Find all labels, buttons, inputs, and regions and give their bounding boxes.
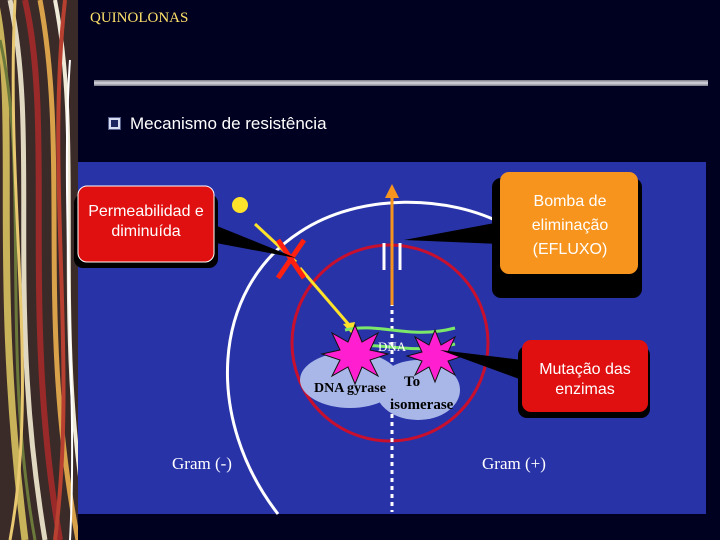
gram-negative-label: Gram (-) — [172, 454, 232, 473]
mutation-star-left — [320, 323, 390, 386]
efflux-callout-box — [500, 172, 638, 274]
slide-subtitle: Mecanismo de resistência — [130, 114, 327, 133]
efflux-pointer — [404, 222, 500, 244]
inner-membrane — [290, 243, 490, 443]
topo-label-line1: To — [404, 374, 420, 390]
drug-molecule-icon — [232, 197, 248, 213]
mutation-star-right — [405, 328, 465, 384]
dna-gyrase-enzyme — [300, 352, 400, 408]
dna-gyrase-label: DNA gyrase — [314, 381, 386, 396]
dna-label: DNA — [378, 339, 407, 354]
mutation-callout-box — [522, 340, 648, 412]
drug-path-inner — [298, 267, 352, 327]
mutation-pointer — [440, 350, 522, 380]
mutation-callout-text: Mutação das enzimas — [539, 361, 631, 398]
title-divider — [94, 80, 708, 86]
permeability-pointer — [200, 224, 296, 258]
permeability-callout-text: Permeabilidad e diminuída — [88, 203, 204, 240]
efflux-callout-text: Bomba de eliminação (EFLUXO) — [531, 193, 609, 258]
dna-strand-1 — [344, 326, 456, 334]
slide-title: QUINOLONAS — [90, 10, 189, 26]
topoisomerase-enzyme — [376, 360, 460, 420]
outer-membrane — [226, 200, 506, 515]
efflux-arrowhead — [385, 184, 399, 198]
permeability-callout-box — [77, 185, 215, 263]
gram-positive-label: Gram (+) — [482, 454, 546, 473]
decorative-stripe — [0, 0, 78, 540]
topo-label-line2: isomerase — [390, 397, 454, 413]
bullet-icon — [108, 117, 121, 130]
block-x-stroke2 — [275, 238, 307, 280]
